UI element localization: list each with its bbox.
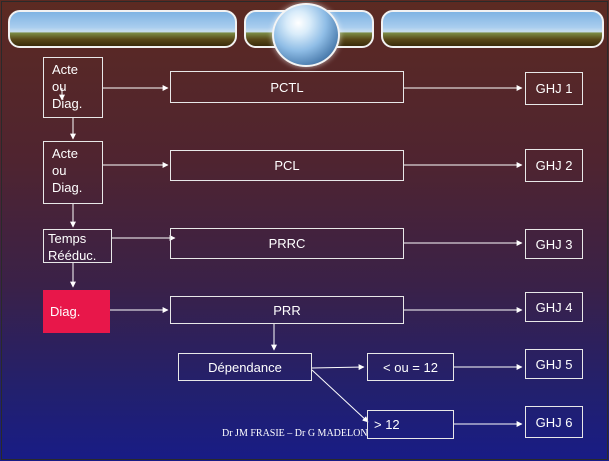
pcl-box: PCL [170, 150, 404, 181]
prr-box: PRR [170, 296, 404, 324]
arrow-dependance-to-le12 [311, 364, 365, 371]
ghj-2-box: GHJ 2 [525, 149, 583, 182]
ghj-6-box: GHJ 6 [525, 406, 583, 438]
footer-authors: Dr JM FRASIE – Dr G MADELON [222, 428, 368, 439]
banner-right [381, 10, 604, 48]
ghj-4-box: GHJ 4 [525, 292, 583, 322]
box-label: < ou = 12 [383, 359, 438, 375]
box-label: PRR [273, 302, 301, 318]
box-line: Rééduc. [48, 248, 97, 263]
box-line: ou [52, 79, 67, 94]
dependance-box: Dépendance [178, 353, 312, 381]
box-line: Acte [52, 62, 79, 77]
box-label: GHJ 4 [535, 299, 573, 315]
box-label: Dépendance [208, 359, 282, 375]
arrow-dependance-to-gt12 [311, 369, 369, 423]
box-label: PCL [274, 158, 300, 173]
box-label: GHJ 3 [535, 236, 573, 252]
box-label: GHJ 6 [535, 414, 573, 430]
ghj-1-box: GHJ 1 [525, 72, 583, 105]
condition-gt-12-box: > 12 [367, 410, 454, 439]
ghj-5-box: GHJ 5 [525, 349, 583, 379]
acte-ou-diag-box-1: Acte ou Diag. [43, 57, 103, 118]
box-label: GHJ 5 [535, 356, 573, 372]
prrc-box: PRRC [170, 228, 404, 259]
banner-left [8, 10, 237, 48]
box-line: Temps [48, 231, 87, 246]
box-label: GHJ 1 [535, 81, 573, 96]
acte-ou-diag-box-2: Acte ou Diag. [43, 141, 103, 204]
box-label: Diag. [50, 304, 81, 319]
box-label: PCTL [270, 79, 304, 95]
diag-box-highlighted: Diag. [43, 290, 110, 333]
box-label: GHJ 2 [535, 158, 573, 173]
globe-icon [272, 3, 340, 67]
box-label: > 12 [374, 417, 400, 432]
box-line: Diag. [52, 180, 83, 195]
box-line: ou [52, 163, 67, 178]
pctl-box: PCTL [170, 71, 404, 103]
box-label: PRRC [268, 236, 306, 251]
box-line: Diag. [52, 96, 83, 111]
temps-reeduc-box: Temps Rééduc. [43, 229, 112, 263]
condition-le-12-box: < ou = 12 [367, 353, 454, 381]
box-line: Acte [52, 146, 79, 161]
ghj-3-box: GHJ 3 [525, 229, 583, 259]
